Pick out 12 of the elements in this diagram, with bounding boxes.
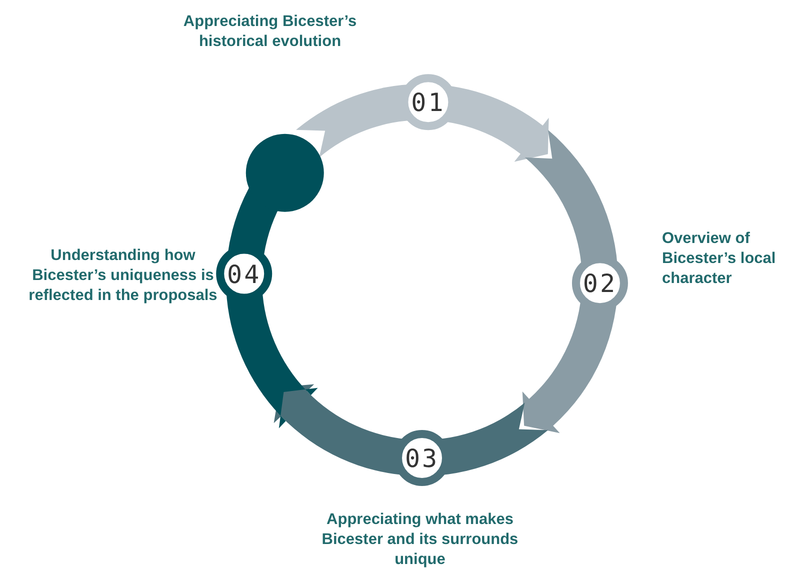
step-description: Appreciating what makes Bicester and its surrounds unique [320,510,520,570]
step-number: 03 [404,444,440,473]
step-description: Overview of Bicester’s local character [662,229,777,289]
arc-segment [216,134,324,428]
step-description: Understanding how Bicester’s uniqueness is reflected in the proposals [28,246,218,306]
step-number: 01 [411,88,446,118]
step-description: Appreciating Bicester’s historical evolution [182,12,358,52]
arc-segment [274,384,548,486]
step-number: 04 [227,260,262,289]
arc-segment [296,74,549,162]
step-number: 02 [582,269,618,298]
arc-segment [522,130,628,434]
